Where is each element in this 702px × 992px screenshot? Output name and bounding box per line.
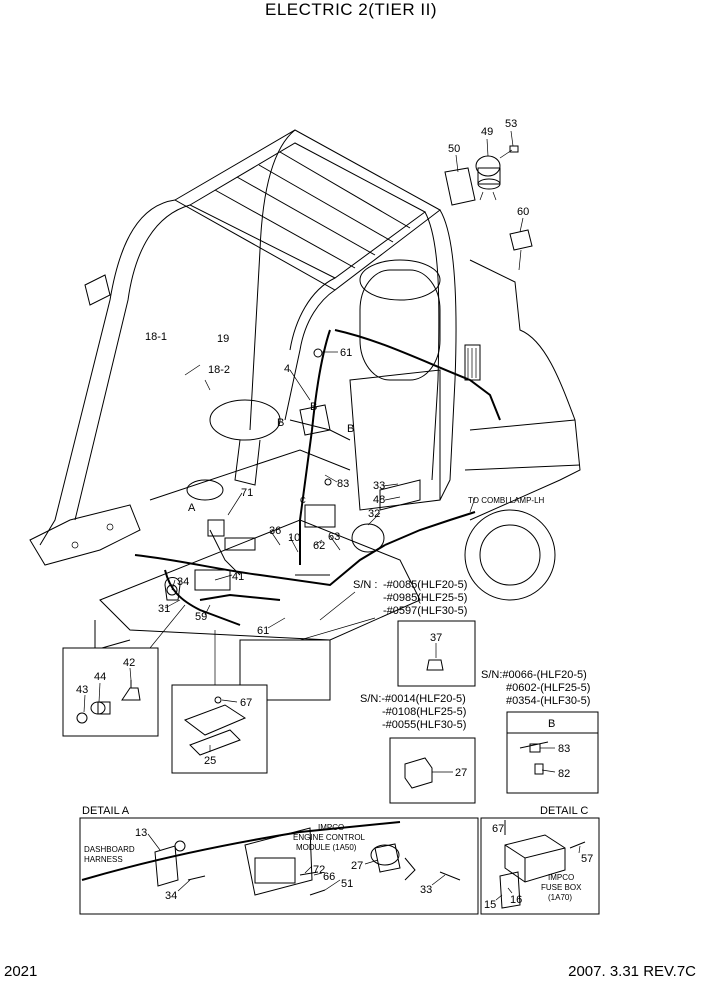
callout-62: 62 [313, 540, 325, 552]
detail-c-box [480, 817, 600, 915]
callout-61: 61 [340, 347, 352, 359]
sn-note-1-line1: -#0085(HLF20-5) [383, 579, 467, 591]
sn-note-1-line2: -#0985(HLF25-5) [383, 592, 467, 604]
callout-50: 50 [448, 143, 460, 155]
sn-note-3-line1: S/N:#0066-(HLF20-5) [481, 669, 587, 681]
callout-63: 63 [328, 531, 340, 543]
callout-34-detail: 34 [165, 890, 177, 902]
steering-column [186, 399, 281, 501]
callout-c: C [300, 496, 306, 505]
part-sketches [76, 659, 586, 909]
callout-43: 43 [76, 684, 88, 696]
sn-note-3-line3: #0354-(HLF30-5) [506, 695, 590, 707]
impco-ecm-line3: MODULE (1A50) [296, 843, 357, 852]
callout-48: 48 [373, 494, 385, 506]
callout-b3: B [347, 423, 354, 435]
callout-18-1: 18-1 [145, 331, 167, 343]
callout-32: 32 [368, 508, 380, 520]
callout-67: 67 [240, 697, 252, 709]
page-title: ELECTRIC 2(TIER II) [265, 0, 437, 19]
dashboard-harness-line1: DASHBOARD [84, 845, 135, 854]
callout-49: 49 [481, 126, 493, 138]
callout-82: 82 [558, 768, 570, 780]
callout-71: 71 [241, 487, 253, 499]
wiring-harness [134, 329, 501, 626]
callout-19: 19 [217, 333, 229, 345]
impco-fuse-line1: IMPCO [548, 873, 574, 882]
dashboard-harness-line2: HARNESS [84, 855, 123, 864]
callout-33: 33 [373, 480, 385, 492]
callout-51: 51 [341, 878, 353, 890]
callout-37: 37 [430, 632, 442, 644]
callout-66: 66 [323, 871, 335, 883]
callout-a: A [188, 502, 196, 514]
callout-67-detail: 67 [492, 823, 504, 835]
page-number: 2021 [4, 963, 38, 980]
main-components [164, 348, 421, 601]
callout-33-detail: 33 [420, 884, 432, 896]
callout-27: 27 [455, 767, 467, 779]
callout-59: 59 [195, 611, 207, 623]
callout-13: 13 [135, 827, 147, 839]
callout-57: 57 [581, 853, 593, 865]
callout-16: 16 [510, 894, 522, 906]
callout-36: 36 [269, 525, 281, 537]
horn-assembly [444, 145, 533, 271]
callout-27-detail: 27 [351, 860, 363, 872]
sn-note-2-line3: -#0055(HLF30-5) [382, 719, 466, 731]
detail-labels: DETAIL A DETAIL C DASHBOARD HARNESS IMPC… [82, 805, 588, 902]
callout-42: 42 [123, 657, 135, 669]
detail-box-b [506, 711, 599, 794]
leader-lines [83, 130, 581, 901]
sn-note-2-line2: -#0108(HLF25-5) [382, 706, 466, 718]
callout-61-lower: 61 [257, 625, 269, 637]
sn-note-3-line2: #0602-(HLF25-5) [506, 682, 590, 694]
box-b-title: B [548, 718, 555, 730]
callout-b2: B [277, 417, 284, 429]
callout-b1: B [310, 401, 317, 413]
callout-labels: 49 53 50 60 61 4 18-1 19 18-2 B B B 71 A… [76, 118, 593, 911]
sn-note-1-label: S/N : [353, 579, 377, 591]
callout-10: 10 [288, 532, 300, 544]
callout-83-box: 83 [558, 743, 570, 755]
impco-ecm-line2: ENGINE CONTROL [293, 833, 366, 842]
detail-a-title: DETAIL A [82, 805, 130, 817]
callout-31: 31 [158, 603, 170, 615]
impco-ecm-line1: IMPCO [318, 823, 344, 832]
callout-41: 41 [232, 571, 244, 583]
callout-25: 25 [204, 755, 216, 767]
sn-note-1-line3: -#0597(HLF30-5) [383, 605, 467, 617]
sn-note-2-line1: S/N:-#0014(HLF20-5) [360, 693, 466, 705]
callout-34: 34 [177, 576, 189, 588]
notes: TO COMBI LAMP-LH S/N : -#0085(HLF20-5) -… [353, 496, 590, 731]
callout-44: 44 [94, 671, 106, 683]
callout-4: 4 [284, 363, 290, 375]
impco-fuse-line3: (1A70) [548, 893, 572, 902]
callout-83: 83 [337, 478, 349, 490]
callout-18-2: 18-2 [208, 364, 230, 376]
callout-15: 15 [484, 899, 496, 911]
revision-stamp: 2007. 3.31 REV.7C [568, 963, 696, 980]
detail-c-title: DETAIL C [540, 805, 588, 817]
truck-body [94, 259, 581, 701]
callout-60: 60 [517, 206, 529, 218]
to-combi-lamp-note: TO COMBI LAMP-LH [468, 496, 545, 505]
callout-53: 53 [505, 118, 517, 130]
detail-box-37 [397, 620, 476, 687]
callout-72: 72 [313, 864, 325, 876]
impco-fuse-line2: FUSE BOX [541, 883, 582, 892]
